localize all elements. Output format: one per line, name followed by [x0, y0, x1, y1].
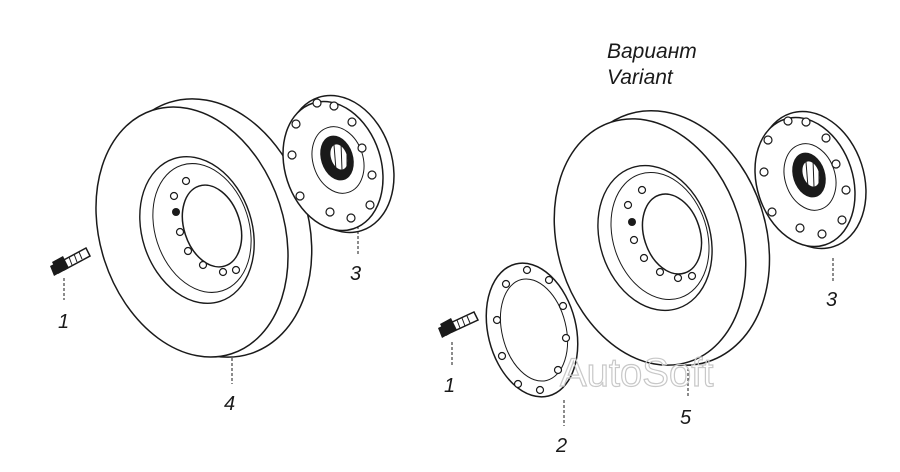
leader-lines [63, 226, 834, 426]
label-flange-left: 3 [350, 263, 361, 285]
label-damper-left: 4 [224, 393, 235, 415]
flange-left [282, 94, 395, 234]
caption-ru: Вариант [607, 40, 697, 63]
watermark: AutoSoft [560, 351, 713, 395]
flange-right [754, 110, 867, 250]
caption-en: Variant [607, 66, 674, 89]
washer-right [485, 262, 579, 398]
label-damper-right: 5 [680, 407, 692, 429]
label-bolt-right: 1 [444, 375, 455, 397]
bolt-right [438, 311, 480, 338]
damper-left [95, 98, 313, 358]
label-washer-right: 2 [555, 435, 567, 457]
label-bolt-left: 1 [58, 311, 69, 333]
label-flange-right: 3 [826, 289, 837, 311]
bolt-left [50, 246, 91, 276]
damper-right [553, 109, 771, 367]
